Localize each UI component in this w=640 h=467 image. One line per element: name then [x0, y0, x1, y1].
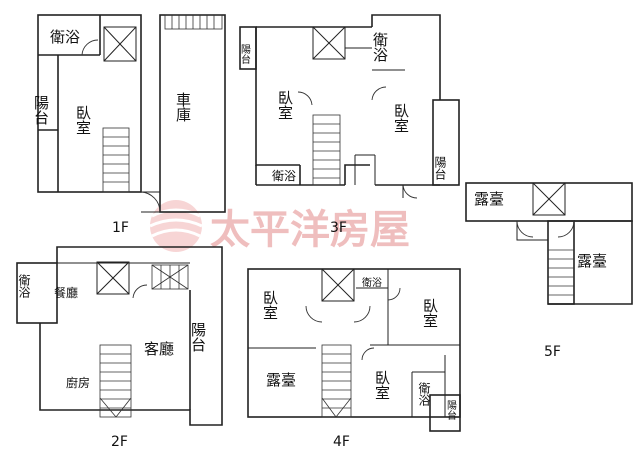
room-label-1f-bath: 衛浴	[50, 28, 80, 46]
floor-plan-3f: 陽台 臥室 衛浴 衛浴 臥室 陽台 3F	[239, 14, 460, 236]
room-label-2f-kitchen: 廚房	[66, 375, 90, 390]
watermark-text: 太平洋房屋	[210, 207, 410, 253]
floor-label-2f: 2F	[111, 434, 128, 450]
floor-plan-5f: 露臺 露臺 5F	[465, 182, 633, 360]
room-label-3f-balcony-left: 陽台	[239, 44, 251, 65]
room-label-5f-terrace-right: 露臺	[577, 252, 607, 270]
floor-plan-4f: 臥室 衛浴 臥室 露臺 臥室 衛浴 陽台 4F	[247, 268, 461, 450]
room-label-3f-balcony-right: 陽台	[433, 156, 447, 180]
room-label-4f-terrace: 露臺	[266, 371, 296, 389]
floor-plan-1f: 衛浴 陽台 臥室 車庫 1F	[32, 14, 226, 236]
room-label-1f-bedroom: 臥室	[74, 105, 92, 135]
room-label-4f-bath-small: 衛浴	[417, 382, 431, 407]
elevator-shaft-2f	[96, 261, 130, 295]
room-label-3f-bath-bottom: 衛浴	[272, 169, 296, 183]
room-label-2f-balcony: 陽台	[189, 322, 207, 352]
floor-label-1f: 1F	[112, 220, 129, 236]
room-label-2f-bath: 衛浴	[17, 274, 31, 299]
room-label-3f-bath-top: 衛浴	[371, 32, 389, 62]
stairs-1f-top	[164, 14, 223, 30]
floor-plan-2f: 衛浴 餐廳 客廳 陽台 廚房 2F	[16, 246, 223, 450]
room-label-1f-garage: 車庫	[174, 92, 192, 122]
elevator-shaft-1f	[103, 26, 137, 62]
room-label-2f-dining: 餐廳	[54, 285, 78, 300]
stairs-4f	[321, 344, 352, 418]
room-label-4f-bedroom-br: 臥室	[373, 370, 391, 400]
floor-label-3f: 3F	[330, 220, 347, 236]
elevator-shaft-3f	[312, 26, 346, 60]
room-label-1f-balcony: 陽台	[32, 95, 50, 125]
room-label-4f-bedroom-tl: 臥室	[261, 290, 279, 320]
floor-label-5f: 5F	[544, 344, 561, 360]
room-label-4f-balcony: 陽台	[445, 400, 457, 421]
stairs-1f	[102, 127, 130, 193]
stairs-3f	[312, 114, 341, 186]
stairs-2f-upper	[151, 264, 189, 290]
room-label-4f-bedroom-tr: 臥室	[421, 298, 439, 328]
room-label-2f-living: 客廳	[144, 340, 174, 358]
stairs-5f	[548, 249, 574, 296]
room-label-5f-terrace-left: 露臺	[474, 190, 504, 208]
room-label-3f-bedroom-left: 臥室	[276, 90, 294, 120]
floor-label-4f: 4F	[333, 434, 350, 450]
watermark-logo-icon	[149, 200, 203, 252]
stairs-2f-lower	[99, 344, 132, 418]
room-label-4f-bath-top: 衛浴	[362, 276, 382, 289]
elevator-shaft-4f	[321, 268, 355, 302]
elevator-shaft-5f	[532, 182, 566, 216]
watermark: 太平洋房屋	[149, 200, 410, 253]
room-label-3f-bedroom-right: 臥室	[392, 103, 410, 133]
